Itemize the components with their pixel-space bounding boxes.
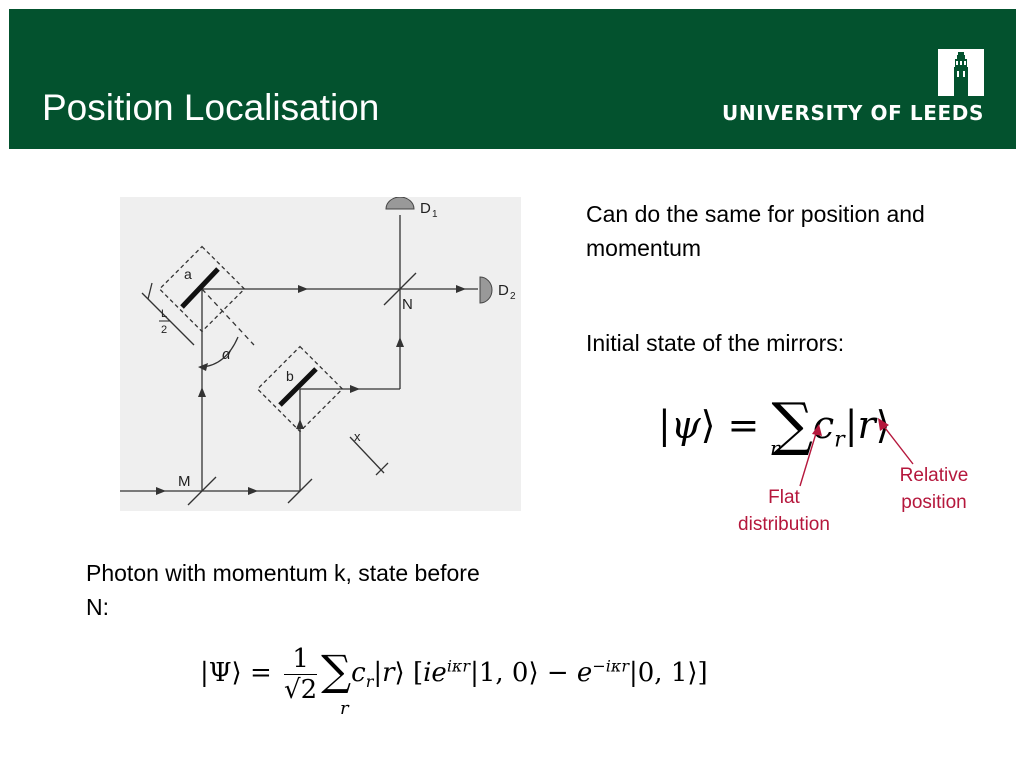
university-logo: [938, 49, 984, 96]
interferometer-diagram: D 1 D 2 N a b M x α L 2: [120, 196, 521, 511]
photon-text: Photon with momentum k, state before N:: [86, 560, 480, 620]
tower-icon: [938, 49, 984, 96]
detector-label-d2: D: [498, 282, 509, 299]
photon-state-equation: |Ψ⟩ = 1√2∑cr|r⟩ [ieiκr|1, 0⟩ − e−iκr|0, …: [200, 643, 708, 720]
annotation-relative-position: Relative position: [899, 465, 969, 513]
detector-sub-d2: 2: [510, 291, 516, 302]
slide-title: Position Localisation: [42, 87, 380, 128]
initial-state-text: Initial state of the mirrors:: [586, 330, 845, 356]
length-label-two: 2: [161, 324, 167, 336]
interferometer-svg: D 1 D 2 N a b M x α L 2: [120, 196, 516, 506]
length-label-l: L: [161, 308, 167, 320]
splitter-label-m: M: [178, 473, 191, 490]
mirror-state-equation: |ψ⟩ = ∑cr|r⟩ r: [658, 390, 891, 460]
annotation-flat-distribution: Flat distribution: [738, 487, 830, 535]
detector-sub-d1: 1: [432, 209, 438, 220]
mirror-label-b: b: [286, 368, 294, 384]
axis-label-x: x: [354, 429, 361, 444]
detector-label-d1: D: [420, 200, 431, 217]
momentum-text: Can do the same for position and momentu…: [586, 201, 925, 261]
header-bar: Position Localisation UNIVERSITY OF LEED…: [9, 9, 1016, 149]
splitter-label-n: N: [402, 296, 413, 313]
mirror-label-a: a: [184, 266, 192, 282]
angle-label-alpha: α: [222, 346, 231, 363]
university-name: UNIVERSITY OF LEEDS: [722, 101, 984, 125]
